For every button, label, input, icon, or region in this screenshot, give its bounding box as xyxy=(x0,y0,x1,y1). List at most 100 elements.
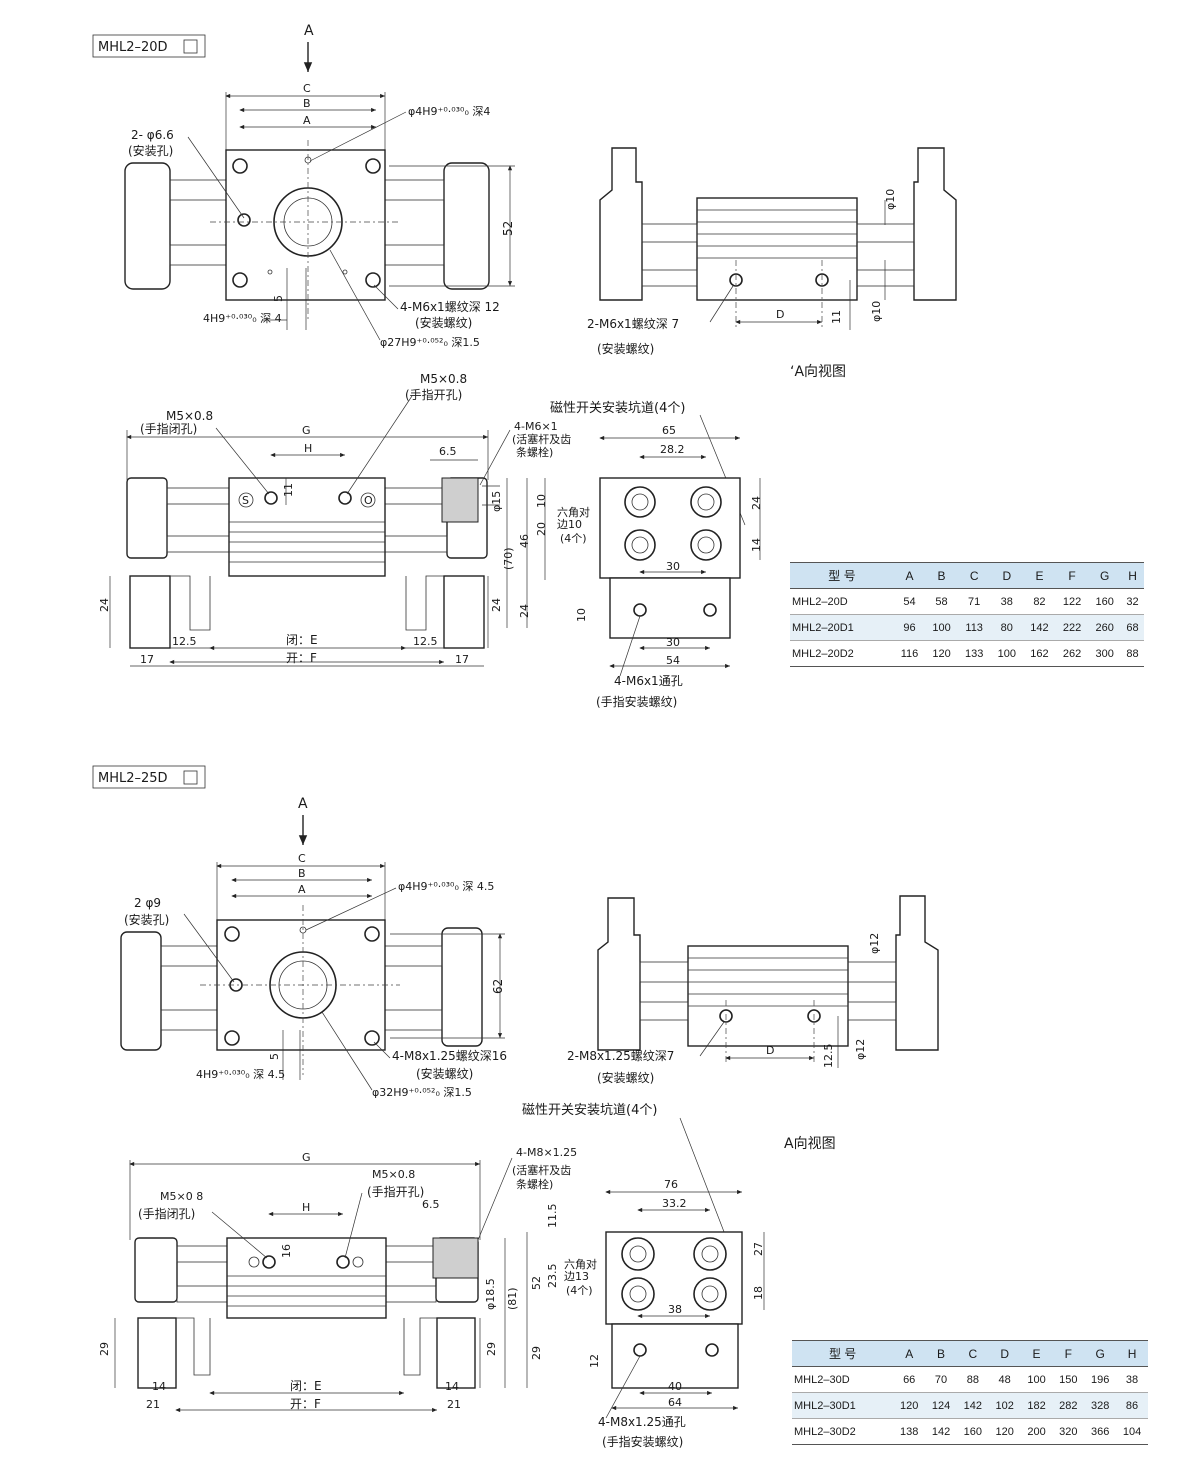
table-cell: 88 xyxy=(1121,640,1144,667)
front-note-m6: 4-M6×1 xyxy=(514,420,558,433)
table-cell: 38 xyxy=(1116,1366,1148,1393)
table-cell: 200 xyxy=(1020,1418,1053,1445)
model-label-bottom: MHL2–25D xyxy=(98,771,168,786)
front-note-m6-sub2: 条螺栓) xyxy=(516,445,553,459)
front-dim-70: (70) xyxy=(502,547,515,570)
front-dim-g: G xyxy=(302,424,311,437)
side-phi12-bottom: φ12 xyxy=(854,1039,867,1060)
table-cell: 160 xyxy=(956,1418,989,1445)
end-dim-27: 27 xyxy=(752,1242,765,1256)
close-port-hole xyxy=(264,491,278,505)
table-header: F xyxy=(1055,562,1089,589)
dim-52: 52 xyxy=(501,221,515,236)
front-note-m5-close-sub-bottom: (手指闭孔) xyxy=(138,1206,195,1221)
front-dim-h-bottom: H xyxy=(302,1201,310,1214)
cylinder-body-side xyxy=(696,197,858,301)
table-cell: 80 xyxy=(990,614,1024,641)
side-dim-d-bottom: D xyxy=(766,1044,774,1057)
table-header: 型 号 xyxy=(790,562,894,589)
table-cell: 100 xyxy=(990,640,1024,667)
table-cell: 260 xyxy=(1088,614,1122,641)
checkbox-square-icon xyxy=(183,770,198,785)
front-dim-21a: 21 xyxy=(146,1398,160,1411)
front-dim-125a: 12.5 xyxy=(172,635,197,648)
end-dim-29: 29 xyxy=(530,1346,543,1360)
dim-b: B xyxy=(303,97,311,110)
table-header: C xyxy=(957,562,991,589)
front-dim-e-bottom: 闭：E xyxy=(290,1379,322,1393)
note-m8-thread: 4-M8x1.25螺纹深16 xyxy=(392,1049,507,1063)
table-cell: 88 xyxy=(956,1366,989,1393)
end-hex2-bottom: 边13 xyxy=(564,1270,589,1283)
end-note-m8-sub: (手指安装螺纹) xyxy=(602,1434,683,1449)
end-note-switch-slot: 磁性开关安装坑道(4个) xyxy=(550,401,685,416)
side-dim-125: 12.5 xyxy=(822,1044,835,1069)
front-dim-24a: 24 xyxy=(98,598,111,612)
table-cell: 320 xyxy=(1052,1418,1085,1445)
table-cell: 122 xyxy=(1055,588,1089,615)
front-dim-14a: 14 xyxy=(152,1380,166,1393)
bottom-section: MHL2–25D A C B A 62 2 φ9 (安装孔) φ4H9⁺⁰·⁰³… xyxy=(92,765,939,1449)
table-cell: 120 xyxy=(925,640,958,667)
front-note-m5-close-sub: (手指闭孔) xyxy=(140,421,197,436)
side-note-m6: 2-M6x1螺纹深 7 xyxy=(587,317,679,331)
front-note-m5-close: M5×0.8 xyxy=(166,409,213,423)
table-header: G xyxy=(1084,1340,1117,1367)
end-dim-30b: 30 xyxy=(666,636,680,649)
front-dim-17b: 17 xyxy=(455,653,469,666)
table-cell: 328 xyxy=(1084,1392,1117,1419)
table-cell: 113 xyxy=(957,614,991,641)
table-cell: MHL2–30D xyxy=(792,1366,894,1393)
table-header: H xyxy=(1121,562,1144,589)
front-dim-65-bottom: 6.5 xyxy=(422,1198,440,1211)
front-dim-f-bottom: 开：F xyxy=(290,1397,321,1411)
table-cell: MHL2–20D xyxy=(790,588,894,615)
table-header: A xyxy=(893,1340,926,1367)
table-header: B xyxy=(925,1340,957,1367)
end-dim-282: 28.2 xyxy=(660,443,685,456)
end-dim-54: 54 xyxy=(666,654,680,667)
side-note-m8: 2-M8x1.25螺纹深7 xyxy=(567,1049,674,1063)
table-cell: 160 xyxy=(1088,588,1122,615)
side-phi12-top: φ12 xyxy=(868,933,881,954)
end-hex3: (4个) xyxy=(560,532,587,545)
dim-b-bottom: B xyxy=(298,867,306,880)
note-mount-hole-bottom: 2 φ9 xyxy=(134,896,161,910)
note-m8-thread-sub: (安装螺纹) xyxy=(416,1066,473,1081)
end-dim-14: 14 xyxy=(750,538,763,552)
end-plate-left xyxy=(124,162,171,290)
table-header: C xyxy=(956,1340,989,1367)
main-body-front-bottom xyxy=(226,1237,387,1319)
front-dim-24b: 24 xyxy=(490,598,503,612)
side-phi10-top: φ10 xyxy=(884,189,897,210)
note-m6-thread-sub: (安装螺纹) xyxy=(415,315,472,330)
dim-a: A xyxy=(303,114,311,127)
table-cell: 68 xyxy=(1121,614,1144,641)
top-section: MHL2–20D A C B A 52 2- xyxy=(92,23,957,709)
note-4h9: 4H9⁺⁰·⁰³⁰₀ 深 4 xyxy=(203,312,282,325)
dim-5-bottom: 5 xyxy=(268,1053,281,1060)
table-cell: 96 xyxy=(893,614,926,641)
end-dim-10b: 10 xyxy=(575,608,588,622)
checkbox-square-icon xyxy=(183,39,198,54)
end-note-m8: 4-M8x1.25通孔 xyxy=(598,1415,686,1429)
note-pin-hole: φ4H9⁺⁰·⁰³⁰₀ 深4 xyxy=(408,105,490,118)
table-cell: 38 xyxy=(990,588,1024,615)
note-mount-hole-sub: (安装孔) xyxy=(128,143,173,158)
port-o-label: O xyxy=(364,494,373,507)
note-bore-32: φ32H9⁺⁰·⁰⁵²₀ 深1.5 xyxy=(372,1086,472,1099)
side-dim-d: D xyxy=(776,308,784,321)
table-cell: 54 xyxy=(893,588,926,615)
front-dim-65: 6.5 xyxy=(439,445,457,458)
dim-c: C xyxy=(303,82,311,95)
front-note-m8-sub2: 条螺栓) xyxy=(516,1177,553,1191)
end-dim-64: 64 xyxy=(668,1396,682,1409)
table-cell: 182 xyxy=(1020,1392,1053,1419)
table-cell: MHL2–20D1 xyxy=(790,614,894,641)
table-cell: 300 xyxy=(1088,640,1122,667)
table-header: B xyxy=(925,562,958,589)
model-label: MHL2–20D xyxy=(98,40,168,55)
